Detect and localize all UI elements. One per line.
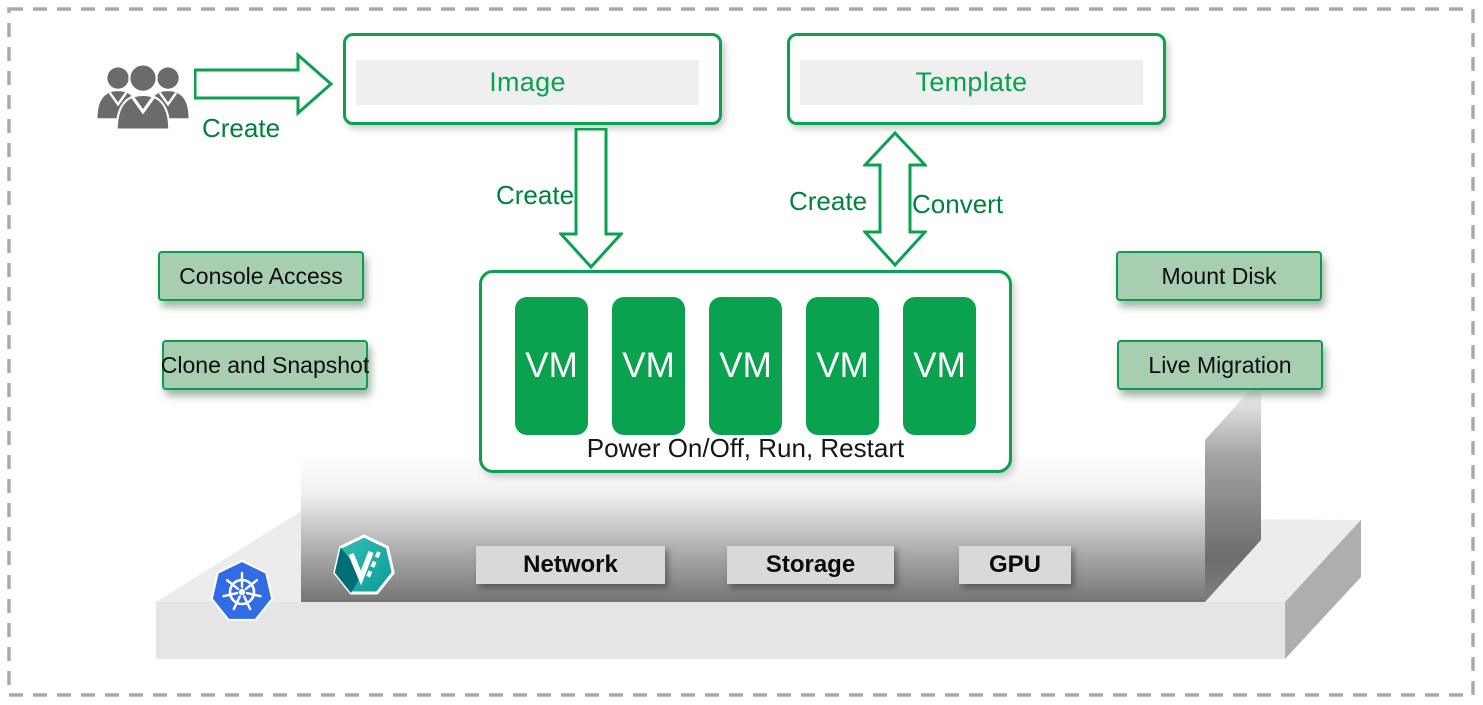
image-node: Image xyxy=(343,33,722,125)
capability-mount-disk: Mount Disk xyxy=(1116,251,1322,301)
platform-label-network: Network xyxy=(476,546,665,584)
arrow-updown-icon xyxy=(863,131,927,267)
business-team-icon xyxy=(97,63,189,130)
image-node-title: Image xyxy=(356,60,699,105)
vm-actions-caption: Power On/Off, Run, Restart xyxy=(586,433,905,463)
capability-clone-and-snapshot: Clone and Snapshot xyxy=(161,340,369,390)
platform-base-right-face xyxy=(1285,520,1361,659)
template-node: Template xyxy=(787,33,1166,125)
platform-bar-right-face xyxy=(1205,378,1261,602)
arrow-down-icon xyxy=(559,128,623,269)
image-create-label: Create xyxy=(496,180,575,210)
template-convert-label: Convert xyxy=(912,189,1004,219)
actor-create-label: Create xyxy=(202,113,281,143)
platform-label-storage: Storage xyxy=(727,546,894,584)
platform-base-front-face xyxy=(156,602,1285,659)
kubevirt-icon xyxy=(333,534,395,595)
arrow-right-icon xyxy=(194,52,334,116)
vm-tile: VM xyxy=(515,297,588,435)
vm-group-box: VM VM VM VM VM Power On/Off, Run, Restar… xyxy=(479,270,1012,473)
vm-tile: VM xyxy=(903,297,976,435)
platform-label-gpu: GPU xyxy=(959,546,1071,584)
vm-tile: VM xyxy=(709,297,782,435)
capability-console-access: Console Access xyxy=(158,251,364,301)
kubernetes-helm-icon xyxy=(210,560,274,621)
vm-tile: VM xyxy=(806,297,879,435)
vm-tile: VM xyxy=(612,297,685,435)
vm-row: VM VM VM VM VM xyxy=(482,297,1009,435)
template-node-title: Template xyxy=(800,60,1143,105)
template-create-label: Create xyxy=(789,186,868,216)
capability-live-migration: Live Migration xyxy=(1117,340,1323,390)
